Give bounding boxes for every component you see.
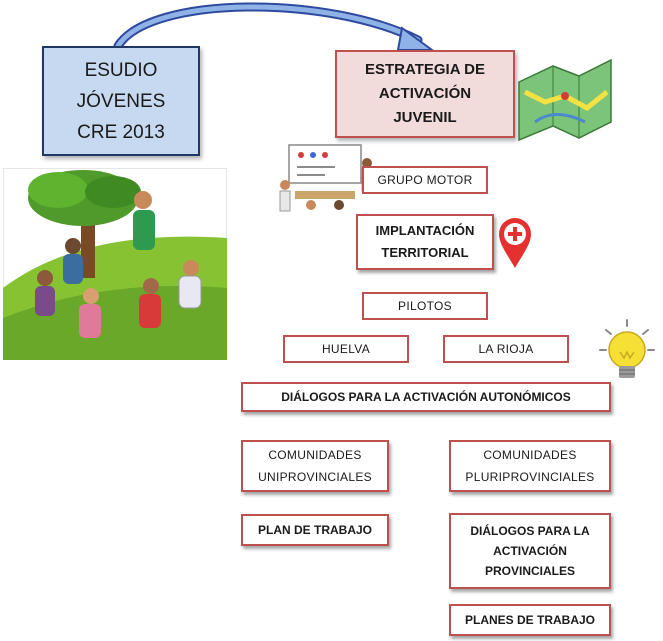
dialogos-autonomicos-node: DIÁLOGOS PARA LA ACTIVACIÓN AUTONÓMICOS xyxy=(241,382,611,412)
huelva-node: HUELVA xyxy=(283,335,409,363)
location-pin-icon xyxy=(499,218,531,268)
pilotos-node: PILOTOS xyxy=(362,292,488,320)
implantacion-territorial-node: IMPLANTACIÓN TERRITORIAL xyxy=(356,214,494,270)
dialogos-provinciales-node: DIÁLOGOS PARA LA ACTIVACIÓN PROVINCIALES xyxy=(449,513,611,589)
light-bulb-icon xyxy=(599,319,655,378)
group-illustration xyxy=(3,168,227,360)
study-box: ESUDIO JÓVENES CRE 2013 xyxy=(42,46,200,156)
comunidades-uniprovinciales-node: COMUNIDADES UNIPROVINCIALES xyxy=(241,440,389,492)
meeting-illustration xyxy=(279,144,373,212)
planes-de-trabajo-node: PLANES DE TRABAJO xyxy=(449,604,611,636)
map-illustration xyxy=(518,58,612,142)
grupo-motor-node: GRUPO MOTOR xyxy=(362,166,488,194)
la-rioja-node: LA RIOJA xyxy=(443,335,569,363)
strategy-box: ESTRATEGIA DE ACTIVACIÓN JUVENIL xyxy=(335,50,515,138)
comunidades-pluriprovinciales-node: COMUNIDADES PLURIPROVINCIALES xyxy=(449,440,611,492)
plan-de-trabajo-node: PLAN DE TRABAJO xyxy=(241,514,389,546)
